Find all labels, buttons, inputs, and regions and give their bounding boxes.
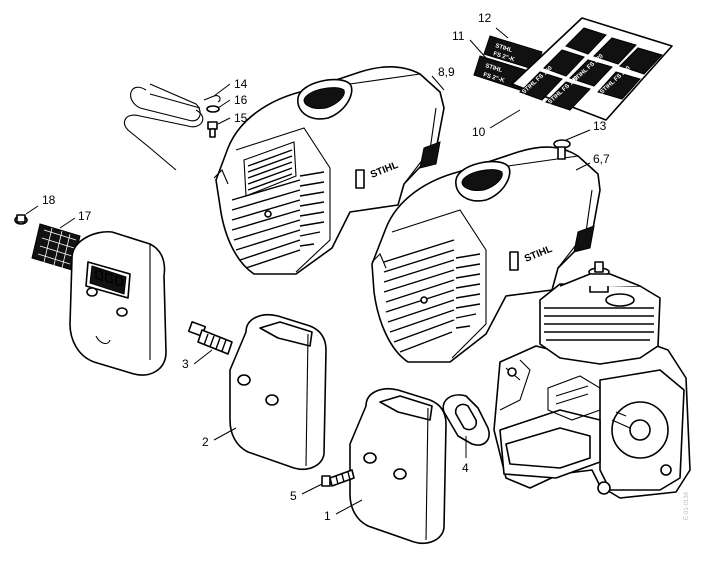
watermark: E-01-0134 — [684, 491, 690, 520]
callout-12: 12 — [478, 11, 492, 25]
muffler-back — [229, 314, 327, 470]
svg-text:STIHL: STIHL — [484, 63, 503, 74]
callout-14: 14 — [234, 77, 248, 91]
callout-15: 15 — [234, 111, 248, 125]
callout-10: 10 — [472, 125, 486, 139]
screw-15 — [207, 121, 218, 138]
callout-6-7: 6,7 — [593, 152, 610, 166]
muffler-front — [349, 388, 447, 544]
leader-lines — [25, 27, 591, 515]
shroud-back: STIHL — [213, 66, 445, 275]
callout-16: 16 — [234, 93, 248, 107]
callout-labels: 12 11 10 8,9 13 6,7 14 16 15 18 17 3 2 4… — [42, 11, 610, 523]
engine — [493, 261, 691, 499]
washer — [206, 105, 220, 113]
gasket — [442, 394, 490, 446]
screw-13 — [553, 139, 571, 160]
wire-clip — [123, 83, 221, 171]
spark-arrestor — [187, 321, 233, 355]
callout-13: 13 — [593, 119, 607, 133]
callout-1: 1 — [324, 509, 331, 523]
callout-5: 5 — [290, 489, 297, 503]
decal-10: STIHL FS 160 STIHL FS 180 STIHL FS 220 S… — [511, 17, 673, 121]
callout-3: 3 — [182, 357, 189, 371]
callout-4: 4 — [462, 461, 469, 475]
svg-text:STIHL: STIHL — [494, 43, 513, 54]
callout-11: 11 — [452, 29, 465, 43]
shroud-front: STIHL — [371, 146, 601, 363]
callout-18: 18 — [42, 193, 56, 207]
callout-2: 2 — [202, 435, 209, 449]
screw-18 — [14, 214, 28, 225]
screw-5 — [321, 469, 355, 487]
callout-8-9: 8,9 — [438, 65, 455, 79]
heat-shield — [69, 231, 167, 376]
callout-17: 17 — [78, 209, 92, 223]
